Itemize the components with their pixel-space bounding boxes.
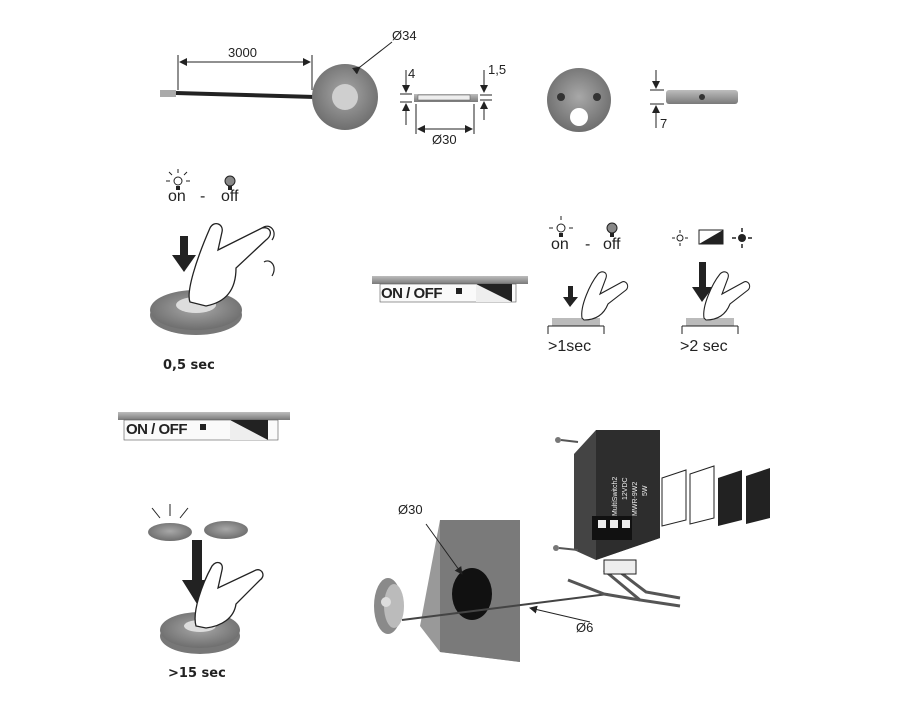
press-reset-hand [160, 540, 264, 654]
height-4-label: 4 [408, 66, 416, 81]
diameter-30-top-label: Ø30 [432, 132, 457, 147]
bulb-off-icon-2 [606, 222, 618, 237]
wire-leader [529, 605, 591, 623]
controller-line-1: MultiSwitch2 [612, 476, 619, 516]
wire-diameter-label: Ø6 [576, 620, 594, 635]
press-short-hand [547, 271, 629, 334]
screw-bottom [553, 545, 579, 551]
height-7-label: 7 [660, 116, 668, 131]
cable [160, 90, 316, 99]
connector-wires [567, 559, 681, 608]
mounting-disc [547, 68, 611, 132]
diameter-leader [352, 41, 393, 75]
dash-label-2: - [585, 236, 591, 253]
button-pressed-hand [150, 222, 275, 335]
dim-low-icon [672, 230, 688, 246]
press-long-hand [681, 262, 751, 334]
half-sec-label: 0,5 sec [163, 358, 215, 373]
on-label: on [168, 188, 186, 205]
sensor-side-small [400, 70, 492, 134]
sensor-diameter-label: Ø34 [392, 28, 417, 43]
dim-ramp-icon [698, 229, 724, 245]
cable-length-label: 3000 [228, 45, 257, 60]
height-1-5-label: 1,5 [488, 62, 507, 77]
install-sensor [374, 578, 404, 634]
off-label-2: off [603, 236, 621, 253]
mounting-side [650, 70, 738, 128]
dash-label: - [200, 188, 206, 205]
sensor-disc-top [312, 64, 378, 130]
bulb-off-icon [224, 175, 236, 190]
off-label: off [221, 188, 239, 205]
bulb-on-icon [166, 169, 190, 190]
reset-devices [148, 504, 248, 541]
switch-side-left [118, 412, 290, 441]
screw-top [555, 437, 579, 443]
wall-plate [420, 520, 520, 662]
install-wire [401, 593, 609, 621]
controller-line-3: MWR-9W2 [632, 481, 639, 516]
hole-diameter-label: Ø30 [398, 502, 423, 517]
controller-line-4: 5W [642, 485, 649, 497]
bulb-on-icon-2 [549, 216, 573, 237]
on-label-2: on [551, 236, 569, 253]
one-sec-label: >1sec [548, 338, 592, 355]
switch-side-middle [372, 276, 528, 303]
press-arrow-left [172, 236, 196, 272]
fifteen-sec-label: >15 sec [168, 666, 226, 681]
dim-high-icon [732, 228, 752, 248]
adhesive-pads [661, 465, 770, 527]
controller-box [574, 430, 660, 560]
controller-line-2: 12VDC [622, 477, 629, 500]
two-sec-label: >2 sec [680, 338, 728, 355]
cable-length-dimension [177, 55, 313, 90]
switch-label-left: ON / OFF [126, 421, 188, 438]
switch-label-middle: ON / OFF [381, 285, 443, 302]
